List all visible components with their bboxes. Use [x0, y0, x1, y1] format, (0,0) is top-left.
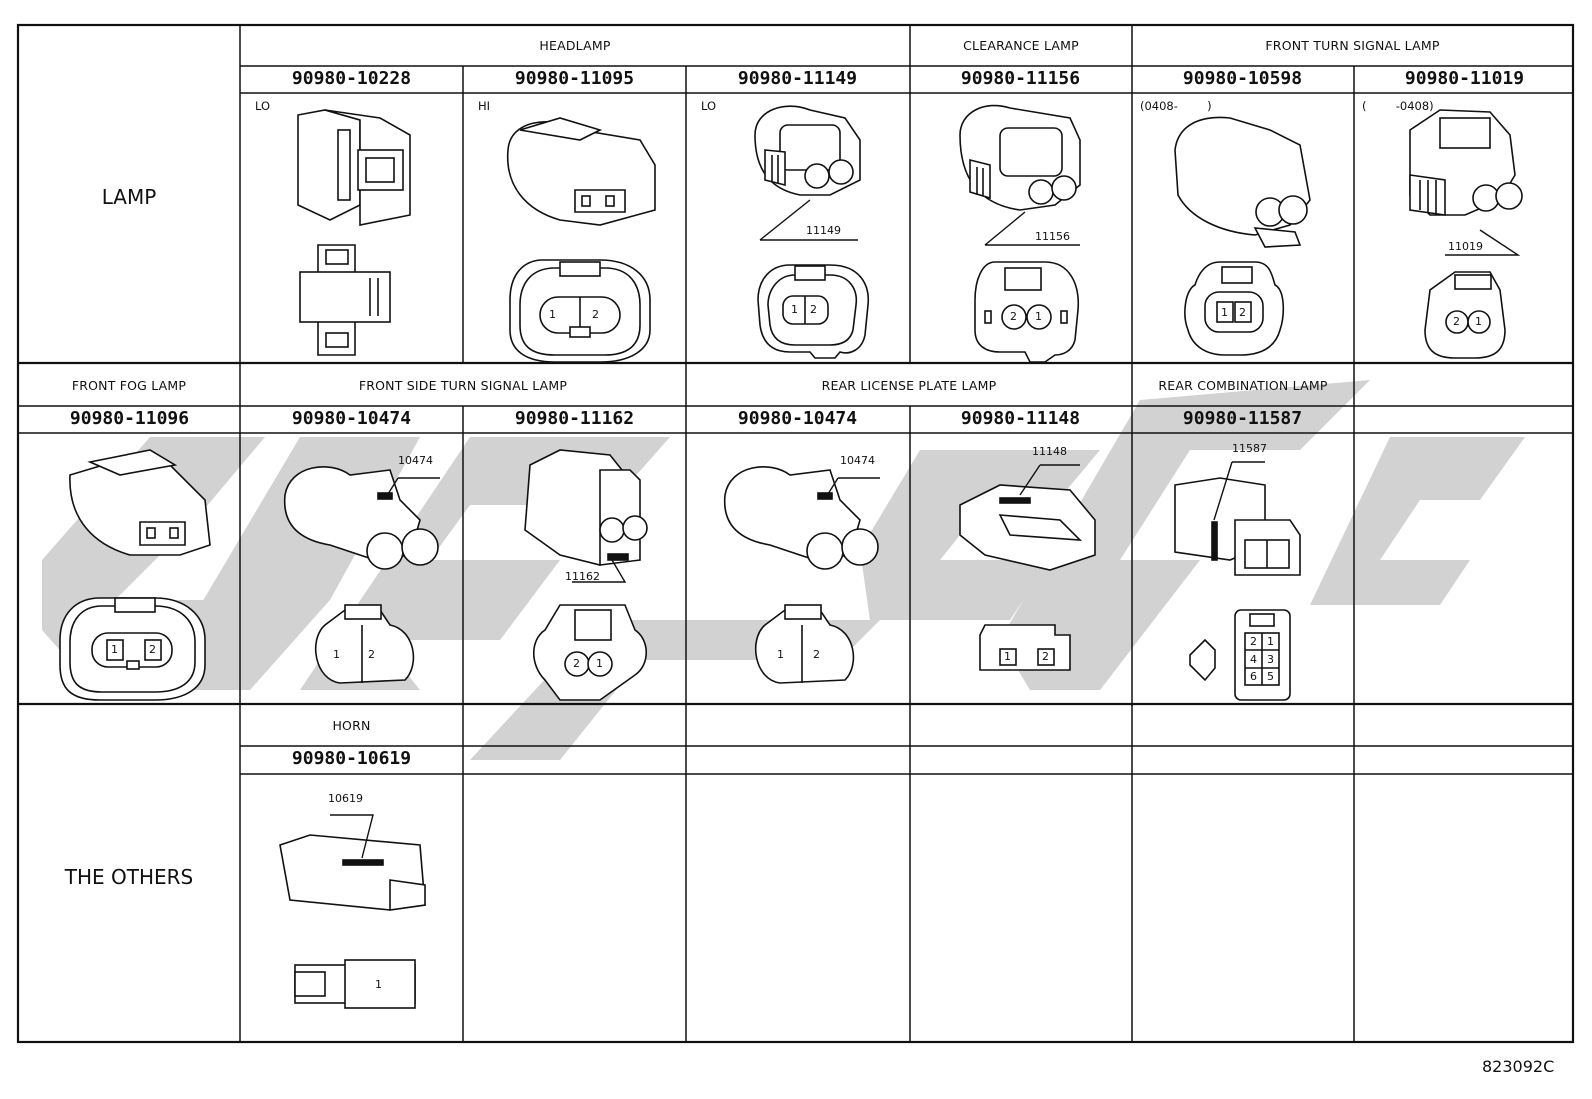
pin-number: 1: [1475, 315, 1482, 328]
part-number: 90980-11587: [1182, 408, 1303, 429]
group-rear-license-plate-lamp: REAR LICENSE PLATE LAMP: [821, 378, 997, 393]
pin-number: 1: [1221, 306, 1228, 319]
pin-number: 2: [810, 303, 817, 316]
part-number: 90980-11095: [514, 68, 635, 89]
pin-number: 2: [149, 643, 156, 656]
callout-label: 10619: [328, 792, 363, 805]
callout-label: 11156: [1035, 230, 1070, 243]
part-number: 90980-10619: [291, 748, 412, 769]
pin-number: 2: [592, 308, 599, 321]
part-number: 90980-10598: [1182, 68, 1303, 89]
pin-number: 1: [1004, 650, 1011, 663]
connector-drawing-10598: [1174, 116, 1311, 356]
part-number: 90980-10474: [291, 408, 412, 429]
part-number: 90980-10474: [737, 408, 858, 429]
pin-number: 1: [1267, 635, 1274, 648]
part-number: 90980-11096: [69, 408, 190, 429]
callout-lines: [330, 199, 1521, 859]
connector-drawing-10228: [297, 109, 411, 356]
group-front-side-turn-signal-lamp: FRONT SIDE TURN SIGNAL LAMP: [358, 378, 568, 393]
pin-number: 2: [813, 648, 820, 661]
pin-number: 2: [368, 648, 375, 661]
connector-drawing-11156: [959, 104, 1081, 363]
connector-drawing-11148: [959, 484, 1096, 671]
part-number: 90980-11149: [737, 68, 858, 89]
part-number: 90980-11019: [1404, 68, 1525, 89]
part-number: 90980-11148: [960, 408, 1081, 429]
cell-note: (0408- ): [1140, 99, 1212, 113]
pin-number: 6: [1250, 670, 1257, 683]
pin-number: 1: [111, 643, 118, 656]
pin-number: 1: [549, 308, 556, 321]
pin-number: 1: [791, 303, 798, 316]
pin-number: 2: [1239, 306, 1246, 319]
group-rear-combination-lamp: REAR COMBINATION LAMP: [1158, 378, 1328, 393]
connector-drawing-11587: [1174, 477, 1301, 701]
pin-number: 2: [1453, 315, 1460, 328]
connector-drawing-10619: [279, 834, 426, 1009]
pin-number: 1: [777, 648, 784, 661]
pin-number: 5: [1267, 670, 1274, 683]
part-number: 90980-11156: [960, 68, 1081, 89]
connector-drawing-11095: [506, 117, 656, 363]
callout-label: 11149: [806, 224, 841, 237]
connector-drawing-10474-b: [723, 466, 879, 684]
figure-code: 823092C: [1482, 1057, 1555, 1076]
callout-label: 11162: [565, 570, 600, 583]
group-front-turn-signal-lamp: FRONT TURN SIGNAL LAMP: [1265, 38, 1440, 53]
pin-number: 2: [1010, 310, 1017, 323]
connector-drawing-10474-a: [283, 466, 439, 684]
connector-drawing-11019: [1409, 109, 1523, 359]
pin-number: 2: [1250, 635, 1257, 648]
pin-number: 3: [1267, 653, 1274, 666]
cell-note: LO: [701, 99, 717, 113]
callout-label: 10474: [840, 454, 875, 467]
table-grid: [16, 23, 1575, 1044]
pin-number: 1: [375, 978, 382, 991]
callout-label: 11587: [1232, 442, 1267, 455]
category-lamp: LAMP: [101, 185, 157, 209]
group-horn: HORN: [332, 718, 371, 733]
connector-drawing-11149: [754, 105, 870, 359]
callout-label: 11019: [1448, 240, 1483, 253]
pin-number: 1: [333, 648, 340, 661]
group-clearance-lamp: CLEARANCE LAMP: [963, 38, 1079, 53]
pin-number: 1: [596, 657, 603, 670]
connector-drawing-11162: [524, 449, 648, 701]
pin-number: 2: [573, 657, 580, 670]
part-number: 90980-10228: [291, 68, 412, 89]
cell-note: HI: [478, 99, 491, 113]
cell-note: LO: [255, 99, 271, 113]
pin-number: 4: [1250, 653, 1257, 666]
callout-label: 11148: [1032, 445, 1067, 458]
callout-label: 10474: [398, 454, 433, 467]
group-front-fog-lamp: FRONT FOG LAMP: [71, 378, 187, 393]
connector-drawing-11096: [59, 449, 211, 701]
group-headlamp: HEADLAMP: [539, 38, 611, 53]
cell-note: ( -0408): [1362, 99, 1434, 113]
part-number: 90980-11162: [514, 408, 635, 429]
category-the-others: THE OTHERS: [64, 865, 194, 889]
pin-number: 2: [1042, 650, 1049, 663]
pin-number: 1: [1035, 310, 1042, 323]
